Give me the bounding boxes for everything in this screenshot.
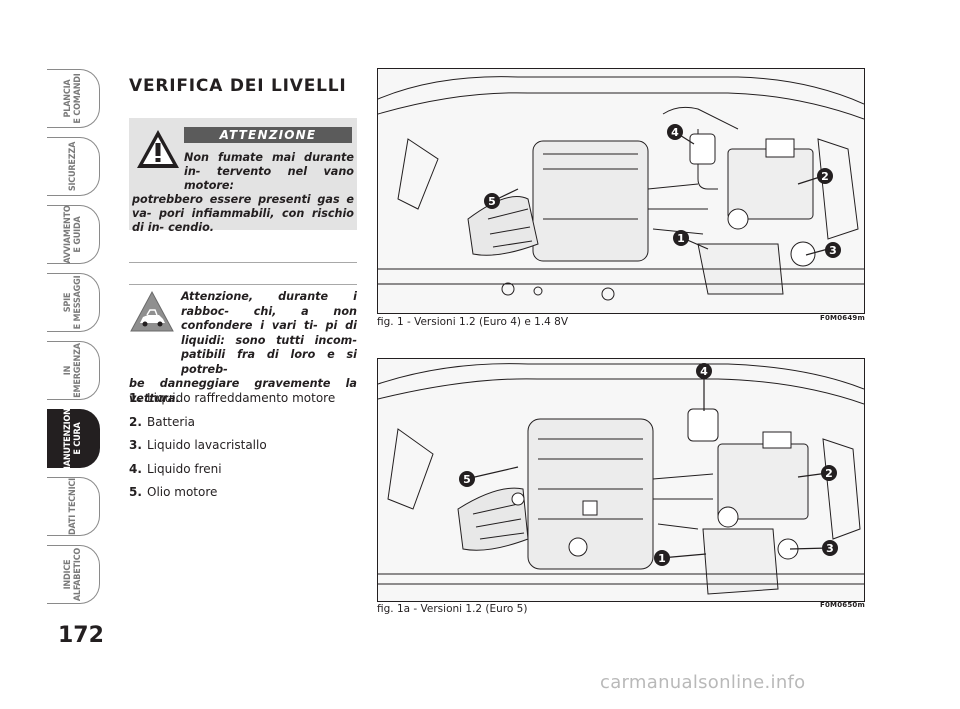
page-number: 172	[58, 623, 104, 648]
warning-text-indented: Non fumate mai durante in- tervento nel …	[184, 151, 354, 192]
callout-label: 3	[829, 244, 837, 257]
legend-label: Liquido freni	[147, 461, 222, 476]
tab-label-line1: AVVIAMENTO	[63, 205, 73, 264]
figure-code: F0M0649m	[820, 314, 865, 322]
warning-heading: ATTENZIONE	[184, 127, 352, 143]
callout-label: 2	[821, 170, 829, 183]
figure-caption: fig. 1a - Versioni 1.2 (Euro 5)	[377, 603, 528, 615]
callout-label: 5	[488, 195, 496, 208]
list-item: 4. Liquido freni	[129, 462, 335, 486]
engine-bay-illustration: 1 2 3 4 5	[378, 363, 864, 595]
legend-label: Olio motore	[147, 485, 218, 499]
tab-label-line2: EMERGENZA	[73, 343, 83, 398]
figure-code: F0M0650m	[820, 601, 865, 609]
tab-sicurezza[interactable]: SICUREZZA	[47, 137, 100, 196]
warning-text: Non fumate mai durante in- tervento nel …	[132, 151, 354, 235]
tab-label-line2: E MESSAGGI	[73, 275, 83, 330]
figure-engine-euro4: 1 2 3 4 5	[377, 68, 865, 314]
tab-label-line1: INDICE	[63, 559, 73, 590]
tab-label-line2: E CURA	[73, 422, 83, 455]
section-title: VERIFICA DEI LIVELLI	[129, 76, 347, 96]
list-item: 1. Liquido raffreddamento motore	[129, 391, 335, 415]
tab-label-line2: E COMANDI	[73, 73, 83, 124]
callout-markers: 1 2 3 4 5	[459, 363, 838, 566]
caution-text-rest: be danneggiare gravemente la vettura.	[129, 377, 357, 405]
warning-text-rest: potrebbero essere presenti gas e va- por…	[132, 193, 354, 234]
callout-label: 5	[463, 473, 471, 486]
tab-label-line1: SICUREZZA	[68, 141, 78, 192]
legend-label: Liquido raffreddamento motore	[147, 391, 336, 405]
divider	[129, 284, 357, 285]
tab-label-line1: MANUTENZIONE	[63, 402, 73, 475]
car-fluids-warning-icon	[130, 290, 174, 332]
list-item: 3. Liquido lavacristallo	[129, 438, 335, 462]
divider	[129, 262, 357, 263]
callout-label: 4	[671, 126, 679, 139]
tab-label-line2: E GUIDA	[73, 216, 83, 253]
legend-label: Liquido lavacristallo	[147, 438, 267, 452]
tab-label-line2: ALFABETICO	[73, 547, 83, 602]
tab-label-line1: IN	[63, 365, 73, 376]
tab-label-line1: DATI TECNICI	[68, 478, 78, 535]
callout-label: 2	[825, 467, 833, 480]
legend-number: 1.	[129, 391, 142, 405]
callout-label: 3	[826, 542, 834, 555]
caution-text: Attenzione, durante i rabboc- chi, a non…	[129, 290, 357, 406]
callout-markers: 1 2 3 4 5	[484, 124, 841, 258]
tab-dati-tecnici[interactable]: DATI TECNICI	[47, 477, 100, 536]
legend-number: 2.	[129, 414, 142, 429]
warning-triangle-icon	[137, 130, 179, 168]
engine-bay-illustration: 1 2 3 4 5	[378, 76, 864, 301]
warning-box: ATTENZIONE Non fumate mai durante in- te…	[129, 118, 357, 234]
legend-number: 4.	[129, 461, 142, 476]
list-item: 2. Batteria	[129, 415, 335, 439]
legend-label: Batteria	[147, 414, 195, 429]
caution-text-indented: Attenzione, durante i rabboc- chi, a non…	[181, 290, 357, 376]
list-item: 5. Olio motore	[129, 485, 335, 509]
figure-engine-euro5: 1 2 3 4 5	[377, 358, 865, 602]
legend-list: 1. Liquido raffreddamento motore 2. Batter…	[129, 391, 335, 509]
tab-label-line1: SPIE	[63, 292, 73, 313]
callout-label: 4	[700, 365, 708, 378]
callout-label: 1	[658, 552, 666, 565]
figure-caption: fig. 1 - Versioni 1.2 (Euro 4) e 1.4 8V	[377, 316, 569, 328]
callout-label: 1	[677, 232, 685, 245]
legend-number: 5.	[129, 485, 142, 499]
legend-number: 3.	[129, 438, 142, 452]
watermark: carmanualsonline.info	[600, 672, 806, 693]
tab-label-line1: PLANCIA	[63, 79, 73, 118]
